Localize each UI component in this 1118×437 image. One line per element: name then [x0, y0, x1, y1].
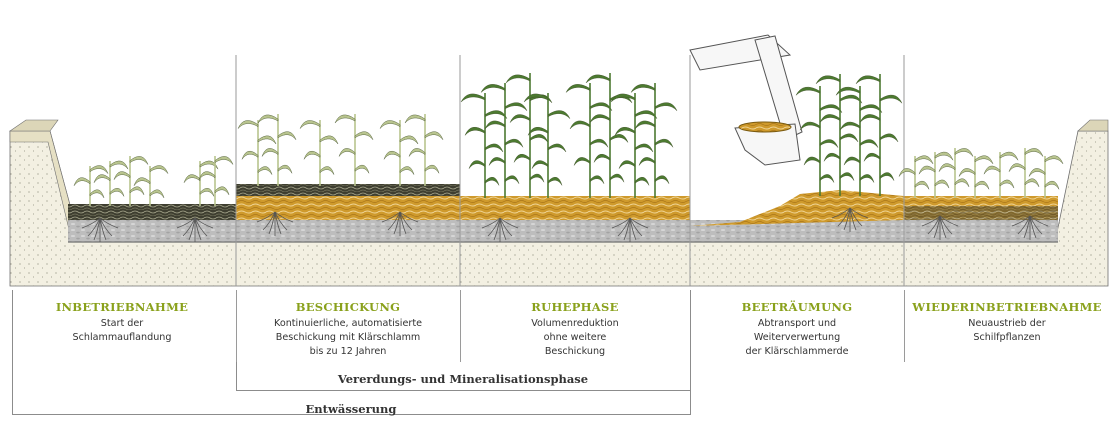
reed-plant — [237, 120, 277, 186]
phase-desc-ruhephase: Volumenreduktion ohne weitere Beschickun… — [531, 318, 619, 357]
reed-plant — [404, 114, 444, 186]
reed-plant — [133, 165, 169, 206]
excavator-arm — [689, 34, 803, 166]
reed-plant — [983, 151, 1019, 198]
gravel-layer — [68, 220, 1058, 242]
reed-plant — [918, 151, 954, 198]
phase-title-inbetriebnahme: INBETRIEBNAHME — [55, 300, 189, 314]
reed-plant — [1008, 148, 1044, 198]
reed-plant — [480, 83, 528, 198]
reed-plant — [505, 73, 553, 198]
bracket-label-vererdung: Vererdungs- und Mineralisationsphase — [337, 372, 589, 386]
reed-plant — [630, 83, 678, 198]
phase-title-ruhephase: RUHEPHASE — [531, 300, 619, 314]
phase-divider-1 — [236, 290, 237, 362]
phase-divider-2 — [460, 290, 461, 362]
bracket-entwaesserung — [12, 290, 691, 415]
sludge-layer-beschickung-dark — [236, 184, 460, 196]
phase-desc-beschickung: Kontinuierliche, automatisierte Beschick… — [274, 318, 422, 357]
bracket-label-entwaesserung: Entwässerung — [305, 402, 397, 416]
reed-plant — [565, 83, 613, 198]
plant-root — [611, 217, 649, 242]
reed-plant — [835, 86, 883, 196]
phase-desc-wiederinbetriebnahme: Neuaustrieb der Schilfpflanzen — [968, 318, 1046, 343]
reed-plant — [334, 114, 374, 186]
reed-plant — [855, 74, 903, 196]
plant-root — [176, 217, 214, 242]
sludge-layer-beetraeumung — [690, 190, 904, 226]
reed-plant — [198, 156, 234, 206]
reed-plant — [113, 156, 149, 206]
sludge-layer-inbetriebnahme — [68, 204, 236, 220]
reed-plant — [958, 155, 994, 198]
plant-roots — [81, 207, 1049, 242]
phase-desc-inbetriebnahme: Start der Schlammauflandung — [72, 318, 172, 343]
plant-root — [921, 215, 959, 240]
plant-root — [381, 211, 419, 236]
reed-plant — [183, 160, 219, 206]
plant-root — [481, 217, 519, 242]
reed-plant — [938, 148, 974, 198]
reed-plant — [898, 155, 934, 198]
reed-plant — [299, 120, 339, 186]
plant-root — [1011, 215, 1049, 240]
reed-plant — [523, 93, 571, 198]
basin-wall-right — [1077, 119, 1109, 132]
plant-root — [831, 207, 869, 232]
phase-title-beetraeumung: BEETRÄUMUNG — [741, 300, 853, 314]
phase-desc-beetraeumung: Abtransport und Weiterverwertung der Klä… — [745, 318, 849, 357]
reed-plant — [795, 86, 843, 196]
phase-divider-4 — [904, 290, 905, 362]
phase-title-wiederinbetriebnahme: WIEDERINBETRIEBNAHME — [912, 300, 1102, 314]
reed-plant — [257, 114, 297, 186]
reed-plant — [379, 120, 419, 186]
reed-bed-cross-section — [9, 34, 1109, 287]
plant-root — [256, 211, 294, 236]
reed-plant — [93, 160, 129, 206]
reed-plant — [1028, 155, 1064, 198]
reed-plant — [815, 74, 863, 196]
reed-plant — [73, 165, 109, 206]
plant-root — [81, 217, 119, 242]
sludge-layer-ruhephase — [460, 196, 690, 220]
reed-plant — [460, 93, 508, 198]
reed-plant — [610, 93, 658, 198]
sludge-layer-beschickung-earth — [236, 196, 460, 220]
reed-plants — [73, 73, 1064, 206]
phase-title-beschickung: BESCHICKUNG — [295, 300, 401, 314]
